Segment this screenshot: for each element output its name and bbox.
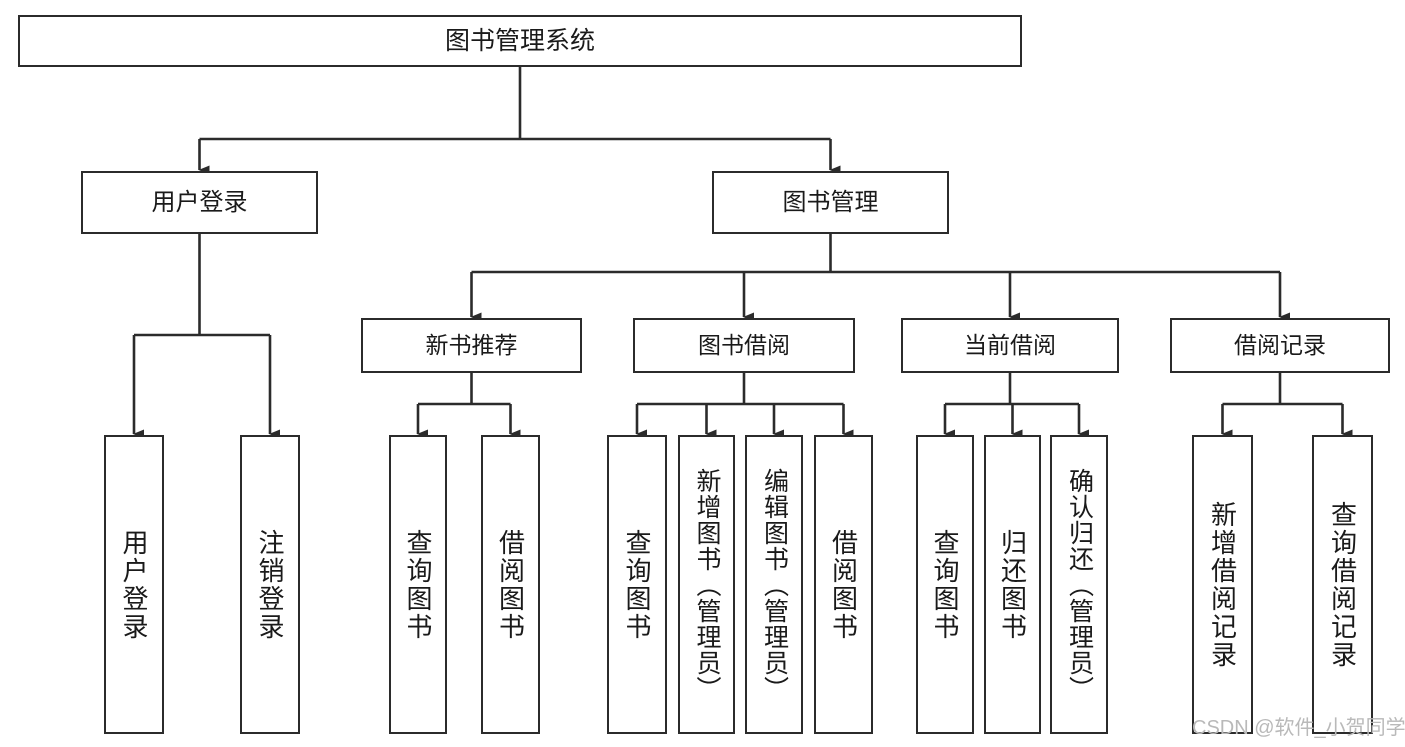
node-label: 新书推荐 xyxy=(425,332,518,359)
node-label: 查询图书 xyxy=(622,528,652,641)
node-label: 图书借阅 xyxy=(698,332,790,359)
node-label: 归还图书 xyxy=(997,528,1028,641)
node-leaf-logout-login[interactable]: 注销登录 xyxy=(240,435,300,734)
node-label: 新增借阅记录 xyxy=(1207,500,1238,669)
node-leaf-edit-book[interactable]: 编辑图书（管理员） xyxy=(745,435,803,734)
node-current-borrow[interactable]: 当前借阅 xyxy=(901,318,1119,373)
node-label: 注销登录 xyxy=(255,528,285,641)
node-label: 编辑图书（管理员） xyxy=(760,467,789,702)
node-root-book-management-system[interactable]: 图书管理系统 xyxy=(18,15,1022,67)
node-leaf-add-record[interactable]: 新增借阅记录 xyxy=(1192,435,1253,734)
node-label: 用户登录 xyxy=(119,528,149,641)
node-leaf-query-book-3[interactable]: 查询图书 xyxy=(916,435,974,734)
node-label: 借阅记录 xyxy=(1234,332,1326,359)
node-user-login[interactable]: 用户登录 xyxy=(81,171,318,234)
node-leaf-borrow-book-1[interactable]: 借阅图书 xyxy=(481,435,540,734)
node-label: 用户登录 xyxy=(151,188,248,216)
node-label: 查询图书 xyxy=(930,528,960,641)
node-leaf-return-book[interactable]: 归还图书 xyxy=(984,435,1041,734)
node-new-book-recommend[interactable]: 新书推荐 xyxy=(361,318,582,373)
node-leaf-query-book-2[interactable]: 查询图书 xyxy=(607,435,667,734)
node-book-borrow[interactable]: 图书借阅 xyxy=(633,318,855,373)
node-label: 新增图书（管理员） xyxy=(693,467,721,702)
node-leaf-query-record[interactable]: 查询借阅记录 xyxy=(1312,435,1373,734)
node-label: 当前借阅 xyxy=(964,332,1056,359)
node-label: 借阅图书 xyxy=(828,528,859,641)
node-label: 图书管理 xyxy=(782,188,879,216)
node-label: 查询借阅记录 xyxy=(1327,500,1358,669)
node-borrow-record[interactable]: 借阅记录 xyxy=(1170,318,1390,373)
node-book-manage[interactable]: 图书管理 xyxy=(712,171,949,234)
node-leaf-query-book-1[interactable]: 查询图书 xyxy=(389,435,447,734)
node-leaf-confirm-return[interactable]: 确认归还（管理员） xyxy=(1050,435,1108,734)
node-label: 查询图书 xyxy=(403,528,433,641)
node-label: 确认归还（管理员） xyxy=(1065,467,1094,702)
node-leaf-user-login[interactable]: 用户登录 xyxy=(104,435,164,734)
node-label: 借阅图书 xyxy=(495,528,526,641)
node-leaf-add-book[interactable]: 新增图书（管理员） xyxy=(678,435,735,734)
node-leaf-borrow-book-2[interactable]: 借阅图书 xyxy=(814,435,873,734)
watermark-text: CSDN @软件_小贺同学 xyxy=(1192,717,1405,739)
node-label: 图书管理系统 xyxy=(444,26,595,55)
